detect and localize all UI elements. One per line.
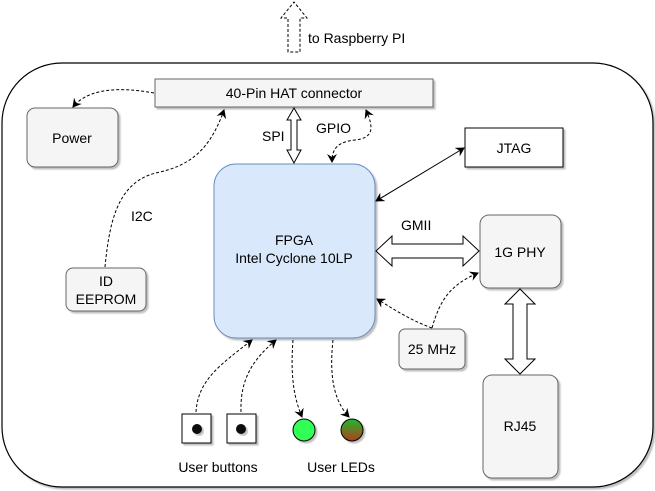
eeprom-label-line1: ID (99, 273, 113, 289)
jtag-label: JTAG (497, 140, 532, 156)
i2c-link (104, 109, 227, 268)
led1-link (291, 339, 304, 418)
gmii-bus-arrow (375, 234, 480, 268)
gpio-label: GPIO (316, 120, 351, 136)
raspberry-pi-label: to Raspberry PI (308, 30, 405, 46)
clock-to-fpga-link (376, 298, 433, 329)
user-button-2 (226, 413, 257, 444)
fpga-block (213, 163, 376, 339)
button-dot-icon (236, 424, 246, 434)
gmii-label: GMII (401, 217, 431, 233)
eeprom-block (65, 267, 147, 312)
phy-rj45-arrow (503, 288, 537, 375)
hat-to-power-link (72, 89, 155, 108)
clock-label: 25 MHz (408, 341, 456, 357)
gpio-link (327, 109, 374, 163)
user-leds-label: User LEDs (307, 459, 375, 475)
user-buttons-label: User buttons (178, 459, 257, 475)
hat-connector-label: 40-Pin HAT connector (226, 85, 363, 101)
led2-link (331, 339, 350, 418)
clock-block (398, 328, 466, 370)
phy-label: 1G PHY (494, 244, 546, 260)
rj45-label: RJ45 (504, 418, 537, 434)
rj45-block (482, 374, 559, 479)
spi-label: SPI (262, 128, 285, 144)
button1-link (195, 339, 253, 413)
button-dot-icon (192, 424, 202, 434)
user-led-green (292, 418, 316, 442)
spi-bus-arrow (286, 107, 302, 165)
button2-link (240, 339, 277, 413)
fpga-label-line1: FPGA (275, 232, 314, 248)
fpga-label-line2: Intel Cyclone 10LP (235, 250, 353, 266)
clock-to-phy-link (431, 271, 479, 329)
power-block (26, 107, 119, 168)
jtag-block (464, 127, 564, 168)
user-led-bicolor (340, 418, 364, 442)
user-button-1 (181, 413, 212, 444)
power-label: Power (52, 130, 92, 146)
phy-block (479, 214, 562, 289)
jtag-link (375, 147, 465, 202)
eeprom-label-line2: EEPROM (76, 291, 137, 307)
raspberry-pi-arrow-icon (279, 1, 309, 53)
hat-connector-block (154, 78, 434, 108)
i2c-label: I2C (131, 208, 153, 224)
